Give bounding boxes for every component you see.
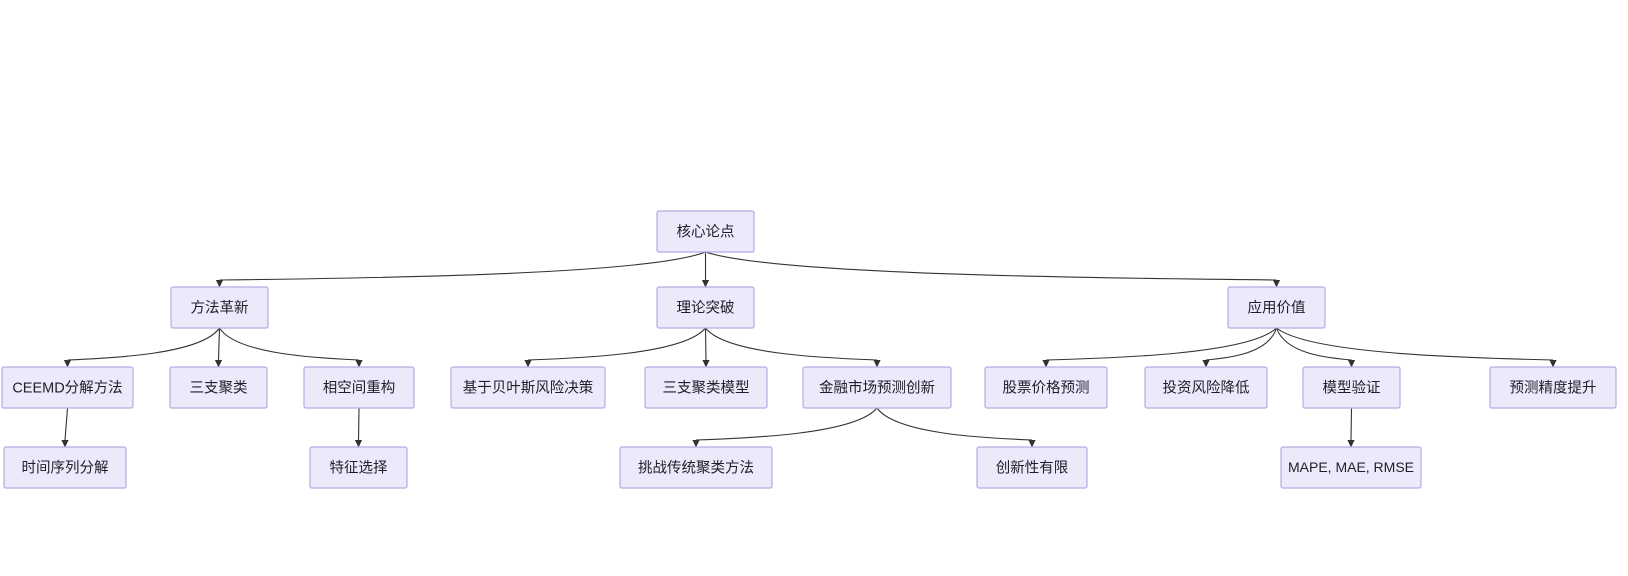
node-box — [1, 366, 134, 409]
node-box — [1144, 366, 1268, 409]
node-label: 创新性有限 — [996, 459, 1069, 476]
node-label: 理论突破 — [677, 299, 735, 316]
node-box — [1302, 366, 1401, 409]
node-l4b3b[interactable]: 创新性有限 — [976, 446, 1088, 489]
arrowhead-icon — [355, 360, 363, 368]
node-l2b[interactable]: 理论突破 — [656, 286, 755, 329]
node-l2c[interactable]: 应用价值 — [1227, 286, 1326, 329]
node-box — [656, 210, 755, 253]
arrowhead-icon — [702, 360, 710, 368]
node-box — [1227, 286, 1326, 329]
node-box — [1280, 446, 1422, 489]
node-box — [644, 366, 768, 409]
arrowhead-icon — [63, 360, 72, 368]
edge-l2b-to-l3b3 — [705, 327, 878, 361]
edge-l3a1-to-l4a1 — [64, 407, 69, 441]
node-l3c4[interactable]: 预测精度提升 — [1489, 366, 1617, 409]
edge-l2b-to-l3b2 — [704, 327, 707, 361]
node-label: 挑战传统聚类方法 — [638, 459, 754, 476]
arrowhead-icon — [215, 280, 224, 288]
node-l4a3[interactable]: 特征选择 — [309, 446, 408, 489]
edge-l2a-to-l3a2 — [217, 327, 221, 361]
node-label: 时间序列分解 — [22, 459, 109, 476]
edge-l2a-to-l3a1 — [67, 327, 220, 361]
node-l3c1[interactable]: 股票价格预测 — [984, 366, 1108, 409]
node-l4c3[interactable]: MAPE, MAE, RMSE — [1280, 446, 1422, 489]
node-l3c3[interactable]: 模型验证 — [1302, 366, 1401, 409]
node-box — [976, 446, 1088, 489]
arrowhead-icon — [1272, 280, 1281, 288]
arrowhead-icon — [1347, 360, 1356, 368]
arrowhead-icon — [524, 360, 532, 368]
node-box — [169, 366, 268, 409]
node-l3a3[interactable]: 相空间重构 — [303, 366, 415, 409]
node-box — [170, 286, 269, 329]
edge-l3b3-to-l4b3b — [876, 407, 1033, 441]
arrowhead-icon — [701, 280, 710, 288]
arrowhead-icon — [1549, 360, 1557, 368]
node-label: 投资风险降低 — [1163, 379, 1250, 396]
node-l3a1[interactable]: CEEMD分解方法 — [1, 366, 134, 409]
node-box — [1489, 366, 1617, 409]
edge-root-to-l2a — [219, 251, 706, 281]
arrowhead-icon — [1028, 440, 1036, 448]
node-l3b2[interactable]: 三支聚类模型 — [644, 366, 768, 409]
node-l3a2[interactable]: 三支聚类 — [169, 366, 268, 409]
arrowhead-icon — [61, 440, 69, 448]
node-box — [309, 446, 408, 489]
node-root[interactable]: 核心论点 — [656, 210, 755, 253]
node-label: 特征选择 — [330, 459, 388, 476]
arrowhead-icon — [1202, 360, 1210, 368]
node-l3c2[interactable]: 投资风险降低 — [1144, 366, 1268, 409]
node-box — [450, 366, 606, 409]
edge-l2c-to-l3c2 — [1205, 327, 1278, 361]
node-label: 三支聚类 — [190, 379, 248, 396]
node-box — [656, 286, 755, 329]
edge-l3c3-to-l4c3 — [1350, 407, 1353, 441]
node-label: 预测精度提升 — [1510, 379, 1597, 396]
node-box — [303, 366, 415, 409]
arrowhead-icon — [873, 360, 881, 368]
edge-l2a-to-l3a3 — [219, 327, 360, 361]
node-label: 股票价格预测 — [1003, 379, 1090, 396]
arrowhead-icon — [1347, 440, 1355, 448]
edge-root-to-l2c — [705, 251, 1277, 281]
arrowhead-icon — [1042, 360, 1050, 368]
node-l3b3[interactable]: 金融市场预测创新 — [802, 366, 952, 409]
node-box — [619, 446, 773, 489]
edge-l2c-to-l3c3 — [1275, 327, 1352, 361]
node-label: MAPE, MAE, RMSE — [1288, 459, 1414, 475]
node-l4a1[interactable]: 时间序列分解 — [3, 446, 127, 489]
node-label: 金融市场预测创新 — [819, 379, 935, 396]
node-l3b1[interactable]: 基于贝叶斯风险决策 — [450, 366, 606, 409]
edge-l2c-to-l3c4 — [1276, 327, 1554, 361]
edge-l3b3-to-l4b3a — [695, 407, 878, 441]
node-label: 应用价值 — [1248, 298, 1306, 316]
node-l2a[interactable]: 方法革新 — [170, 286, 269, 329]
node-label: 模型验证 — [1323, 379, 1381, 396]
node-box — [802, 366, 952, 409]
node-label: 三支聚类模型 — [663, 379, 750, 396]
edges-layer — [61, 251, 1557, 448]
node-l4b3a[interactable]: 挑战传统聚类方法 — [619, 446, 773, 489]
arrowhead-icon — [692, 440, 700, 448]
node-label: CEEMD分解方法 — [12, 379, 122, 396]
edge-l3a3-to-l4a3 — [357, 407, 360, 441]
node-label: 核心论点 — [677, 223, 735, 240]
node-box — [984, 366, 1108, 409]
node-label: 基于贝叶斯风险决策 — [463, 379, 594, 396]
arrowhead-icon — [214, 360, 223, 368]
node-label: 相空间重构 — [323, 379, 396, 396]
arrowhead-icon — [354, 440, 363, 448]
node-label: 方法革新 — [191, 299, 249, 316]
node-box — [3, 446, 127, 489]
edge-l2b-to-l3b1 — [527, 327, 706, 361]
edge-l2c-to-l3c1 — [1045, 327, 1277, 361]
